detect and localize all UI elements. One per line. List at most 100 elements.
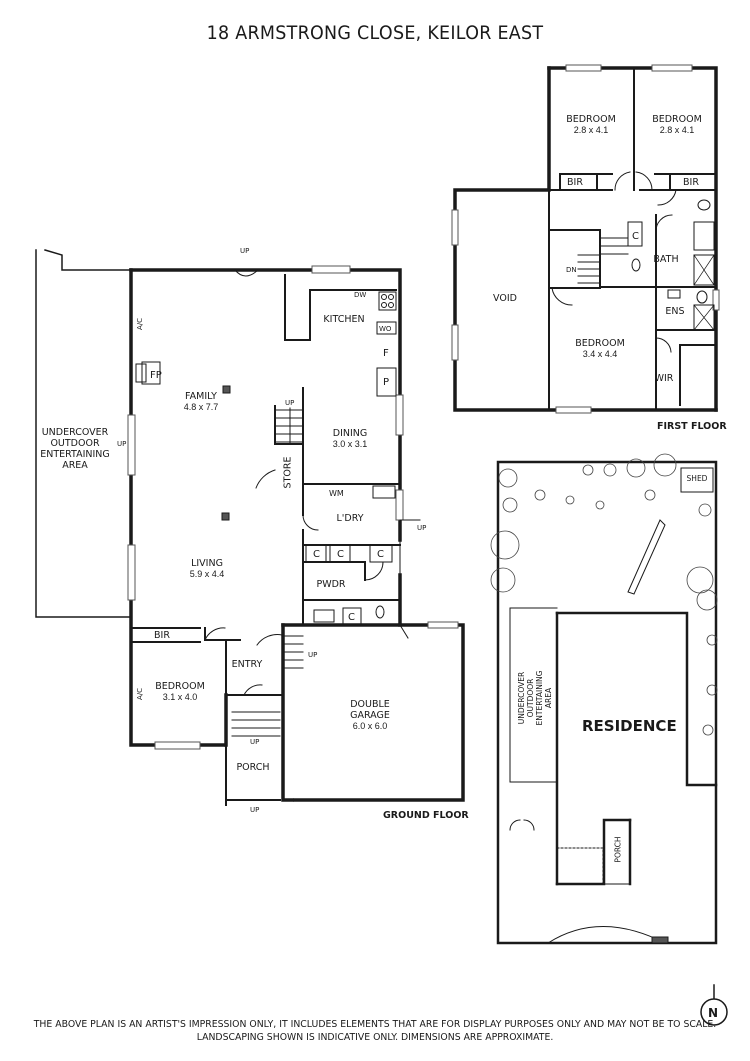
shrub-icon (582, 464, 594, 476)
first-fittings (577, 199, 715, 331)
site-undercover-line-2: OUTDOOR (526, 678, 535, 718)
garage-name: DOUBLE (350, 699, 390, 710)
wm-label: WM (329, 489, 344, 498)
shrub-icon (490, 567, 516, 593)
shrub-icon (653, 453, 677, 477)
c-label-3: C (377, 549, 384, 560)
shrub-icon (706, 684, 718, 696)
bed-fl-1-name: BEDROOM (566, 114, 616, 125)
shrub-icon (626, 458, 646, 478)
shrub-icon (603, 463, 617, 477)
undercover-line-4: AREA (62, 460, 88, 471)
room-undercover: UNDERCOVER OUTDOOR ENTERTAINING AREA (40, 427, 110, 471)
first-floor-inner-walls (548, 67, 717, 411)
living-name: LIVING (191, 558, 223, 569)
room-bath: BATH (653, 254, 679, 265)
shrub-icon (706, 634, 718, 646)
room-void: VOID (493, 293, 517, 304)
site-shed-label: SHED (686, 474, 708, 483)
dw-label: DW (354, 291, 366, 299)
site-landscaping (490, 453, 718, 736)
room-bedroom-fl-1: BEDROOM 2.8 x 4.1 (566, 114, 616, 136)
site-undercover-line-4: AREA (544, 687, 553, 709)
bed-fl-2-dim: 2.8 x 4.1 (659, 125, 695, 135)
bed-fl-2-name: BEDROOM (652, 114, 702, 125)
undercover-area (35, 249, 132, 618)
room-bir-fl-2: BIR (683, 177, 699, 188)
ground-windows (127, 265, 459, 750)
site-residence (555, 611, 718, 886)
bed-fl-3-dim: 3.4 x 4.4 (582, 349, 618, 359)
shrub-icon (696, 589, 718, 611)
undercover-line-1: UNDERCOVER (41, 427, 109, 438)
up-label-2: UP (117, 440, 126, 448)
room-bedroom-fl-3: BEDROOM 3.4 x 4.4 (575, 338, 625, 360)
undercover-line-2: OUTDOOR (50, 438, 100, 449)
disclaimer: THE ABOVE PLAN IS AN ARTIST'S IMPRESSION… (0, 1018, 750, 1044)
fp-label: FP (150, 370, 162, 381)
room-bedroom-fl-2: BEDROOM 2.8 x 4.1 (652, 114, 702, 136)
ground-doors (204, 269, 421, 696)
bed-fl-1-dim: 2.8 x 4.1 (573, 125, 609, 135)
shrub-icon (644, 489, 656, 501)
up-label-1: UP (240, 247, 249, 255)
shrub-icon (502, 497, 518, 513)
room-family: FAMILY 4.8 x 7.7 (184, 391, 219, 413)
site-residence-label: RESIDENCE (582, 717, 677, 735)
shrub-icon (686, 566, 714, 594)
room-laundry: L'DRY (336, 513, 364, 524)
up-label-5: UP (308, 651, 317, 659)
compass-label: N (708, 1006, 718, 1020)
bedroom-ground-name: BEDROOM (155, 681, 205, 692)
up-label-7: UP (250, 806, 259, 814)
shrub-icon (534, 489, 546, 501)
undercover-line-3: ENTERTAINING (40, 449, 110, 460)
room-bedroom-ground: BEDROOM 3.1 x 4.0 (155, 681, 205, 703)
ac-label-2: A/C (136, 688, 144, 700)
dining-name: DINING (332, 428, 368, 439)
f-label: F (383, 348, 389, 359)
first-floor-label: FIRST FLOOR (657, 421, 727, 432)
bedroom-ground-dim: 3.1 x 4.0 (162, 692, 198, 702)
up-label-6: UP (250, 738, 259, 746)
room-wir: WIR (654, 373, 674, 384)
room-powder: PWDR (316, 579, 346, 590)
site-undercover-label: UNDERCOVER OUTDOOR ENTERTAINING AREA (517, 653, 553, 743)
shrub-icon (565, 495, 575, 505)
shrub-icon (595, 500, 605, 510)
shrub-icon (498, 468, 518, 488)
site-porch-label: PORCH (613, 836, 623, 863)
room-bir-ground: BIR (154, 630, 170, 641)
ground-floor-inner-walls (130, 274, 401, 806)
c-label-5: C (632, 231, 639, 242)
up-label-3: UP (285, 399, 294, 407)
plan-title: 18 ARMSTRONG CLOSE, KEILOR EAST (206, 22, 544, 44)
shrub-icon (490, 530, 520, 560)
living-dim: 5.9 x 4.4 (189, 569, 225, 579)
c-label-4: C (348, 612, 355, 623)
shrub-icon (698, 503, 712, 517)
kitchen-fittings (135, 291, 397, 626)
room-porch: PORCH (236, 762, 270, 773)
room-dining: DINING 3.0 x 3.1 (333, 428, 368, 450)
room-store: STORE (282, 456, 294, 489)
compass-icon (700, 984, 728, 1026)
p-label: P (383, 377, 389, 388)
garage-dim: 6.0 x 6.0 (352, 721, 388, 731)
site-boundary (496, 460, 718, 945)
site-detail (509, 467, 714, 944)
dining-dim: 3.0 x 3.1 (332, 439, 368, 449)
dn-label: DN (566, 266, 577, 274)
up-label-4: UP (417, 524, 426, 532)
family-dim: 4.8 x 7.7 (183, 402, 219, 412)
first-windows (451, 64, 720, 414)
bed-fl-3-name: BEDROOM (575, 338, 625, 349)
wo-label: WO (379, 325, 392, 333)
room-garage: DOUBLE GARAGE 6.0 x 6.0 (350, 699, 390, 732)
room-living: LIVING 5.9 x 4.4 (190, 558, 225, 580)
disclaimer-line-2: LANDSCAPING SHOWN IS INDICATIVE ONLY. DI… (196, 1032, 554, 1043)
ground-stairs (231, 407, 304, 737)
c-label-2: C (337, 549, 344, 560)
site-undercover-line-3: ENTERTAINING (535, 670, 544, 726)
